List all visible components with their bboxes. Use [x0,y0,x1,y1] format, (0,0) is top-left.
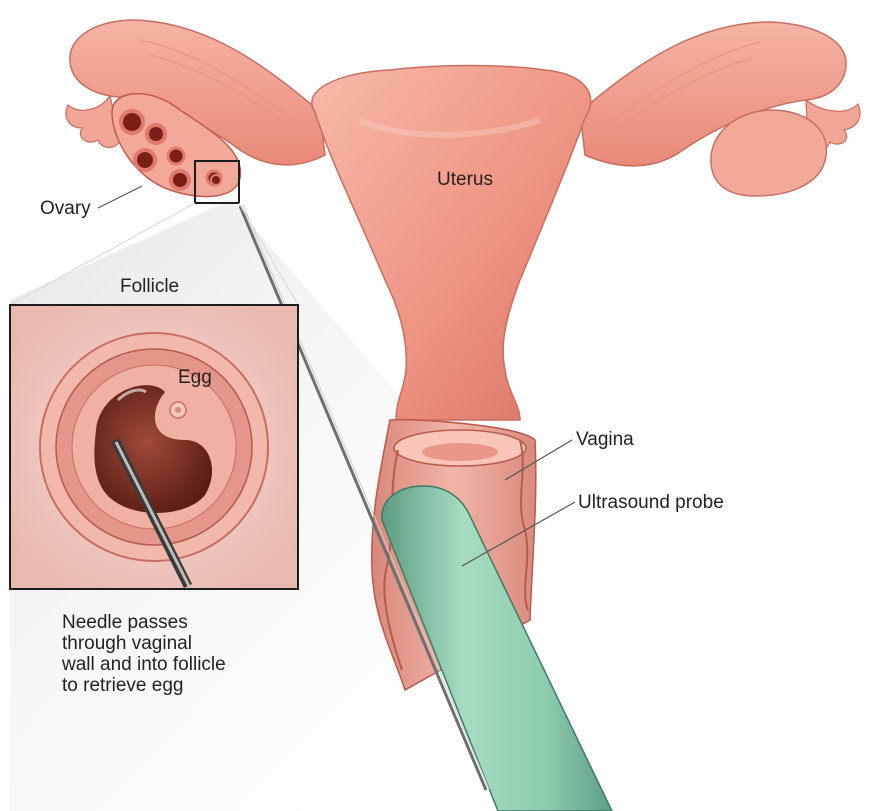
caption-line: Needle passes [62,612,226,633]
vagina-label: Vagina [576,430,634,451]
ovary-leader-line [98,186,142,208]
caption-line: wall and into follicle [62,654,226,675]
caption-line: through vaginal [62,633,226,654]
ultrasound-probe-label: Ultrasound probe [578,493,724,514]
egg-label: Egg [178,368,212,389]
follicle-label: Follicle [120,277,179,298]
caption-line: to retrieve egg [62,675,226,696]
ovary-label: Ovary [40,199,91,220]
follicle-inset [10,305,298,589]
uterus-label: Uterus [437,170,493,191]
procedure-caption: Needle passes through vaginal wall and i… [62,612,226,696]
